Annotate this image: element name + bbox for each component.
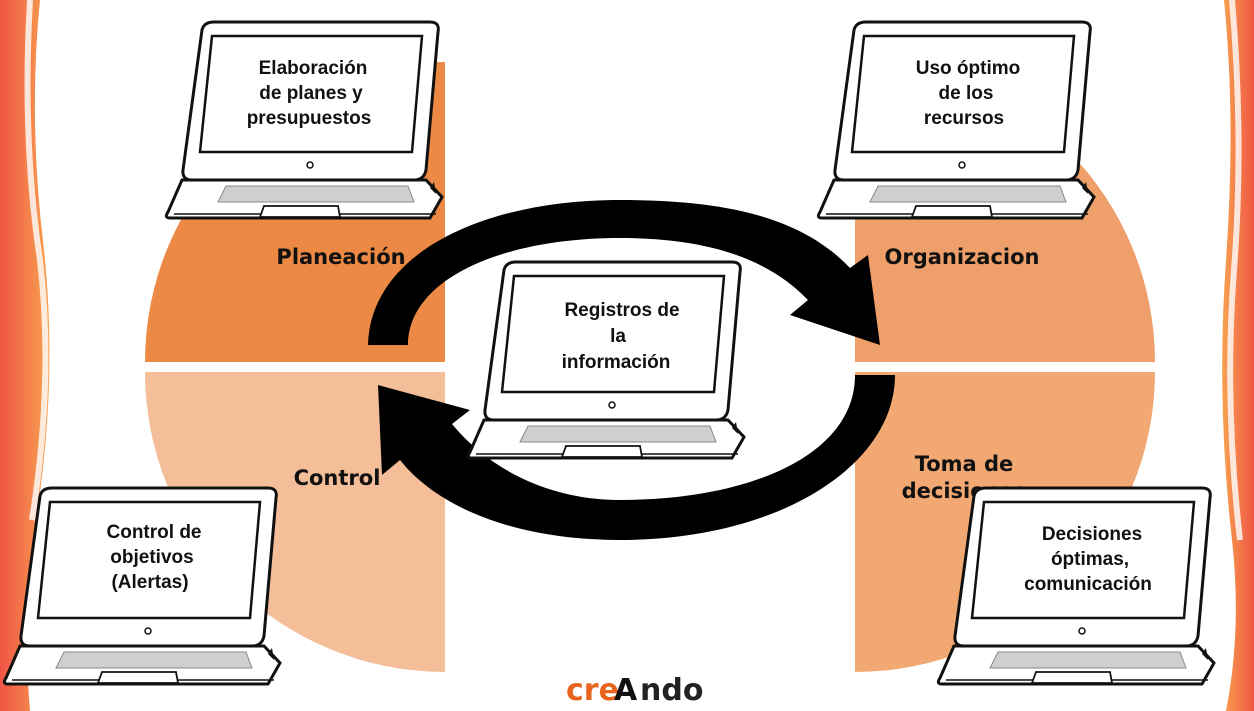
laptop-control: Control de objetivos (Alertas) [2,486,282,686]
title-control: Control [294,466,381,490]
laptop-control-line1: Control de [107,522,202,543]
laptop-planeacion-line1: Elaboración [259,58,368,79]
cycle-arrow-top [368,200,880,345]
laptop-toma-line3: comunicación [1024,574,1152,595]
logo-suffix: ndo [640,673,703,708]
quadrant-control [145,372,445,672]
title-planeacion: Planeación [276,245,405,269]
logo-prefix: cre [566,673,619,708]
cycle-arrow-bottom [378,375,895,540]
laptop-toma-line2: óptimas, [1051,549,1129,570]
laptop-planeacion-line3: presupuestos [247,108,372,129]
laptop-organizacion: Uso óptimo de los recursos [816,20,1096,220]
title-organizacion: Organizacion [885,245,1040,269]
laptop-center: Registros de la información [466,260,746,460]
left-decor-border [0,0,50,711]
right-decor-border [1222,0,1254,711]
laptop-center-line2: la [610,326,626,347]
laptop-planeacion: Elaboración de planes y presupuestos [164,20,444,220]
title-toma-line1: Toma de [915,452,1014,476]
creando-logo: cre A ndo [566,673,703,708]
laptop-organizacion-line2: de los [939,83,994,104]
laptop-toma-line1: Decisiones [1042,524,1142,545]
logo-letter: A [614,673,638,708]
laptop-control-line3: (Alertas) [111,572,188,593]
laptop-toma: Decisiones óptimas, comunicación [936,486,1216,686]
laptop-center-line1: Registros de [564,300,679,321]
laptop-control-line2: objetivos [110,547,193,568]
laptop-planeacion-line2: de planes y [259,83,363,104]
laptop-center-line3: información [562,352,671,373]
laptop-organizacion-line3: recursos [924,108,1004,129]
laptop-organizacion-line1: Uso óptimo [916,58,1021,79]
